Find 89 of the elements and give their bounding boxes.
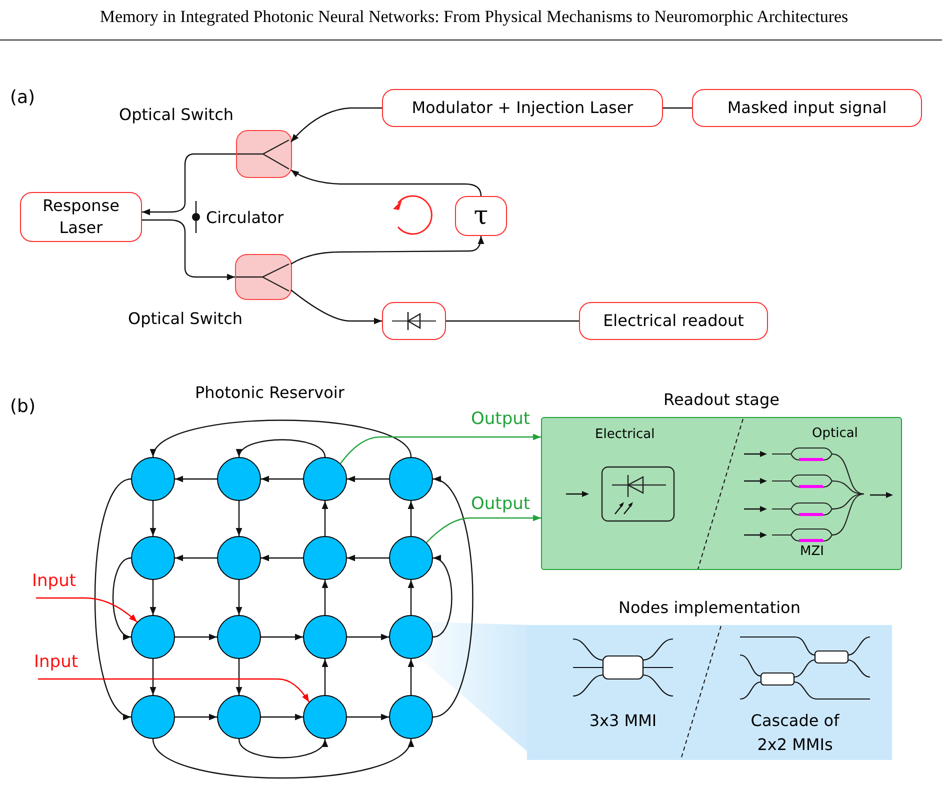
connector-arrow (36, 597, 138, 622)
connector-arrow (340, 434, 541, 464)
connector-arrow (432, 478, 474, 718)
input-label: Input (32, 652, 90, 679)
panel-heading: Readout stage (662, 389, 780, 411)
edge-label: Output (470, 494, 532, 514)
connector-arrow (322, 580, 328, 615)
panel-heading: Nodes implementation (618, 597, 802, 619)
reservoir-node (303, 457, 347, 501)
connector-arrow (94, 478, 132, 718)
connector-arrow (261, 554, 303, 562)
connector-arrow (290, 236, 484, 265)
device-box (692, 89, 922, 127)
box-label: Electrical readout (603, 310, 744, 332)
connector-arrow (150, 580, 156, 615)
connector-arrow (408, 501, 414, 536)
caption-text: 3x3 MMI (588, 710, 658, 732)
connector-arrow (261, 476, 303, 482)
connector-arrow (290, 290, 382, 324)
switch-label: Optical Switch (128, 308, 242, 330)
connector-arrow (236, 659, 242, 695)
reservoir-node (303, 615, 347, 659)
connector-arrow (150, 501, 156, 536)
running-header: Memory in Integrated Photonic Neural Networks: From Physical Mechanisms to Neuromorphic Architectures (98, 6, 850, 28)
input-label: Input (30, 571, 88, 598)
device-box (579, 302, 768, 340)
connector-arrow (261, 714, 303, 720)
connector-arrow (290, 107, 382, 142)
box-label: Response Laser (42, 195, 120, 239)
reservoir-node (389, 457, 433, 501)
reservoir-node (131, 536, 175, 580)
device-box (455, 196, 507, 236)
connector-arrow (175, 634, 217, 640)
reservoir-node (389, 615, 433, 659)
connector-arrow (236, 501, 242, 536)
connector-arrow (238, 439, 326, 458)
connector-arrow (290, 170, 482, 196)
connector-arrow (322, 659, 328, 695)
reservoir-node (303, 695, 347, 739)
connector-arrow (175, 554, 217, 562)
section-heading: Photonic Reservoir (195, 382, 344, 404)
connector-arrow (112, 557, 132, 638)
box-label: τ (474, 205, 488, 227)
panel-label: (a) (10, 86, 36, 110)
connector-arrow (432, 557, 452, 638)
edge-label: Output (470, 409, 532, 429)
photodiode-box (382, 302, 446, 340)
connector-line (663, 107, 692, 109)
reservoir-node (217, 615, 261, 659)
connector-arrow (238, 738, 326, 758)
connector-arrow (142, 219, 235, 280)
connector-arrow (150, 659, 156, 695)
reservoir-node (303, 536, 347, 580)
reservoir-node (217, 457, 261, 501)
connector-arrow (426, 514, 541, 543)
reservoir-node (389, 695, 433, 739)
connector-arrow (408, 659, 414, 695)
box-label: Masked input signal (727, 97, 887, 119)
connector-arrow (261, 634, 303, 640)
device-box (382, 89, 663, 127)
panel-label: (b) (10, 395, 36, 419)
section-label: Optical (812, 425, 858, 443)
connector-arrow (142, 153, 236, 216)
connector-arrow (322, 501, 328, 536)
device-box (20, 192, 142, 242)
reservoir-node (131, 615, 175, 659)
reservoir-node (389, 536, 433, 580)
section-label: Electrical (595, 426, 655, 444)
reservoir-node (131, 695, 175, 739)
connector-arrow (347, 554, 389, 562)
connector-arrow (347, 714, 389, 720)
reservoir-node (217, 536, 261, 580)
connector-arrow (175, 476, 217, 482)
connector-arrow (38, 678, 310, 702)
connector-arrow (408, 580, 414, 615)
switch-label: Optical Switch (119, 104, 234, 126)
reservoir-node (217, 695, 261, 739)
component-label: Circulator (206, 207, 284, 229)
connector-arrow (347, 634, 389, 640)
connector-arrow (236, 580, 242, 615)
connector-arrow (175, 714, 217, 720)
component-label: MZI (800, 543, 824, 561)
connector-arrow (152, 738, 412, 779)
caption-text: Cascade of 2x2 MMIs (750, 710, 840, 756)
box-label: Modulator + Injection Laser (412, 97, 634, 119)
connector-arrow (152, 420, 412, 458)
connector-arrow (347, 476, 389, 482)
connector-line (446, 320, 579, 322)
reservoir-node (131, 457, 175, 501)
